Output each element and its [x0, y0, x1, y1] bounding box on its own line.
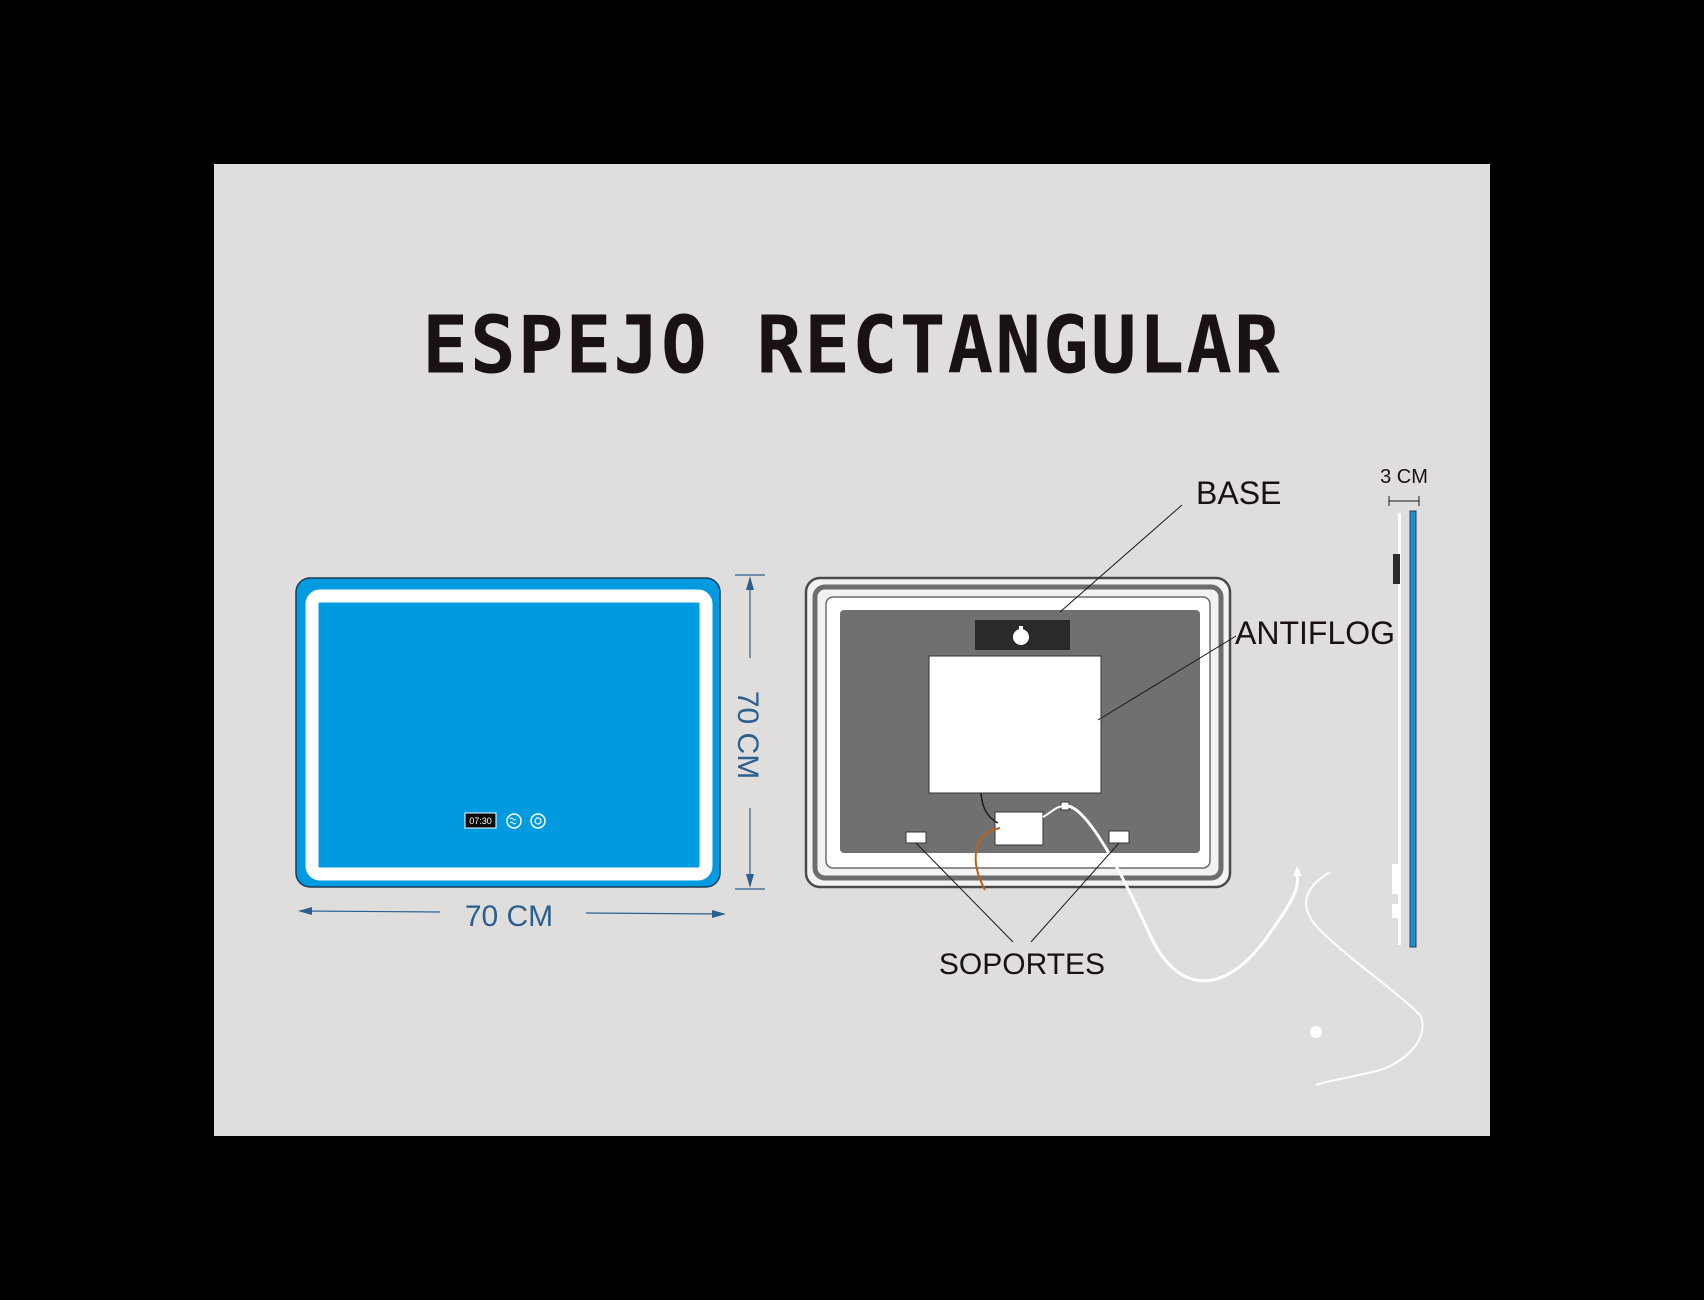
leader-support-left — [915, 842, 1014, 943]
antifog-label: ANTIFLOG — [1235, 615, 1395, 651]
driver-box — [994, 811, 1044, 846]
width-label: 70 CM — [465, 900, 553, 933]
front-led-frame — [305, 589, 713, 881]
leader-base — [1059, 504, 1183, 613]
arrow-right-icon — [712, 910, 726, 918]
defog-touch-icon[interactable] — [506, 813, 522, 829]
leader-antifog — [1097, 635, 1237, 721]
arrow-up-icon — [746, 576, 754, 590]
depth-label: 3 CM — [1380, 466, 1428, 488]
support-left — [905, 831, 927, 844]
front-view: 07:30 70 CM 70 CM — [295, 574, 765, 933]
supports-label: SOPORTES — [939, 948, 1105, 981]
power-cable-tail — [1305, 871, 1424, 1086]
back-view: BASE ANTIFLOG SOPORTES — [804, 475, 1424, 1086]
wire-orange — [974, 827, 1001, 891]
arrow-down-icon — [746, 874, 754, 888]
wire-black — [980, 792, 999, 824]
cable-plug-end — [1310, 1026, 1322, 1038]
support-right — [1108, 830, 1130, 844]
light-bulb-icon — [534, 817, 542, 825]
side-bracket — [1392, 904, 1401, 918]
side-hanger — [1393, 554, 1400, 584]
width-dimension: 70 CM — [298, 900, 726, 933]
height-dimension: 70 CM — [731, 574, 765, 890]
leader-support-right — [1030, 842, 1120, 943]
wire-connector — [1042, 805, 1066, 818]
page-title: ESPEJO RECTANGULAR — [422, 297, 1282, 392]
clock-display — [464, 812, 497, 829]
back-edge-band — [812, 584, 1224, 881]
base-label: BASE — [1196, 475, 1281, 511]
side-back-edge — [1398, 513, 1401, 945]
keyhole-icon — [1013, 629, 1029, 645]
plug-icon — [1293, 866, 1302, 876]
antifog-pad — [928, 655, 1102, 794]
defog-wave-icon — [509, 817, 517, 821]
power-cable — [1067, 804, 1300, 983]
side-bracket — [1392, 864, 1401, 894]
clock-display-text: 07:30 — [469, 816, 492, 826]
front-mirror-glass — [327, 612, 689, 857]
touch-panel: 07:30 — [464, 812, 546, 829]
side-view: 3 CM — [1380, 466, 1428, 948]
arrow-left-icon — [298, 907, 312, 915]
defog-wave-icon — [509, 821, 517, 825]
side-mirror-edge — [1409, 510, 1417, 948]
height-label: 70 CM — [731, 691, 764, 779]
light-touch-icon[interactable] — [530, 813, 546, 829]
keyhole-slot — [1019, 626, 1023, 632]
